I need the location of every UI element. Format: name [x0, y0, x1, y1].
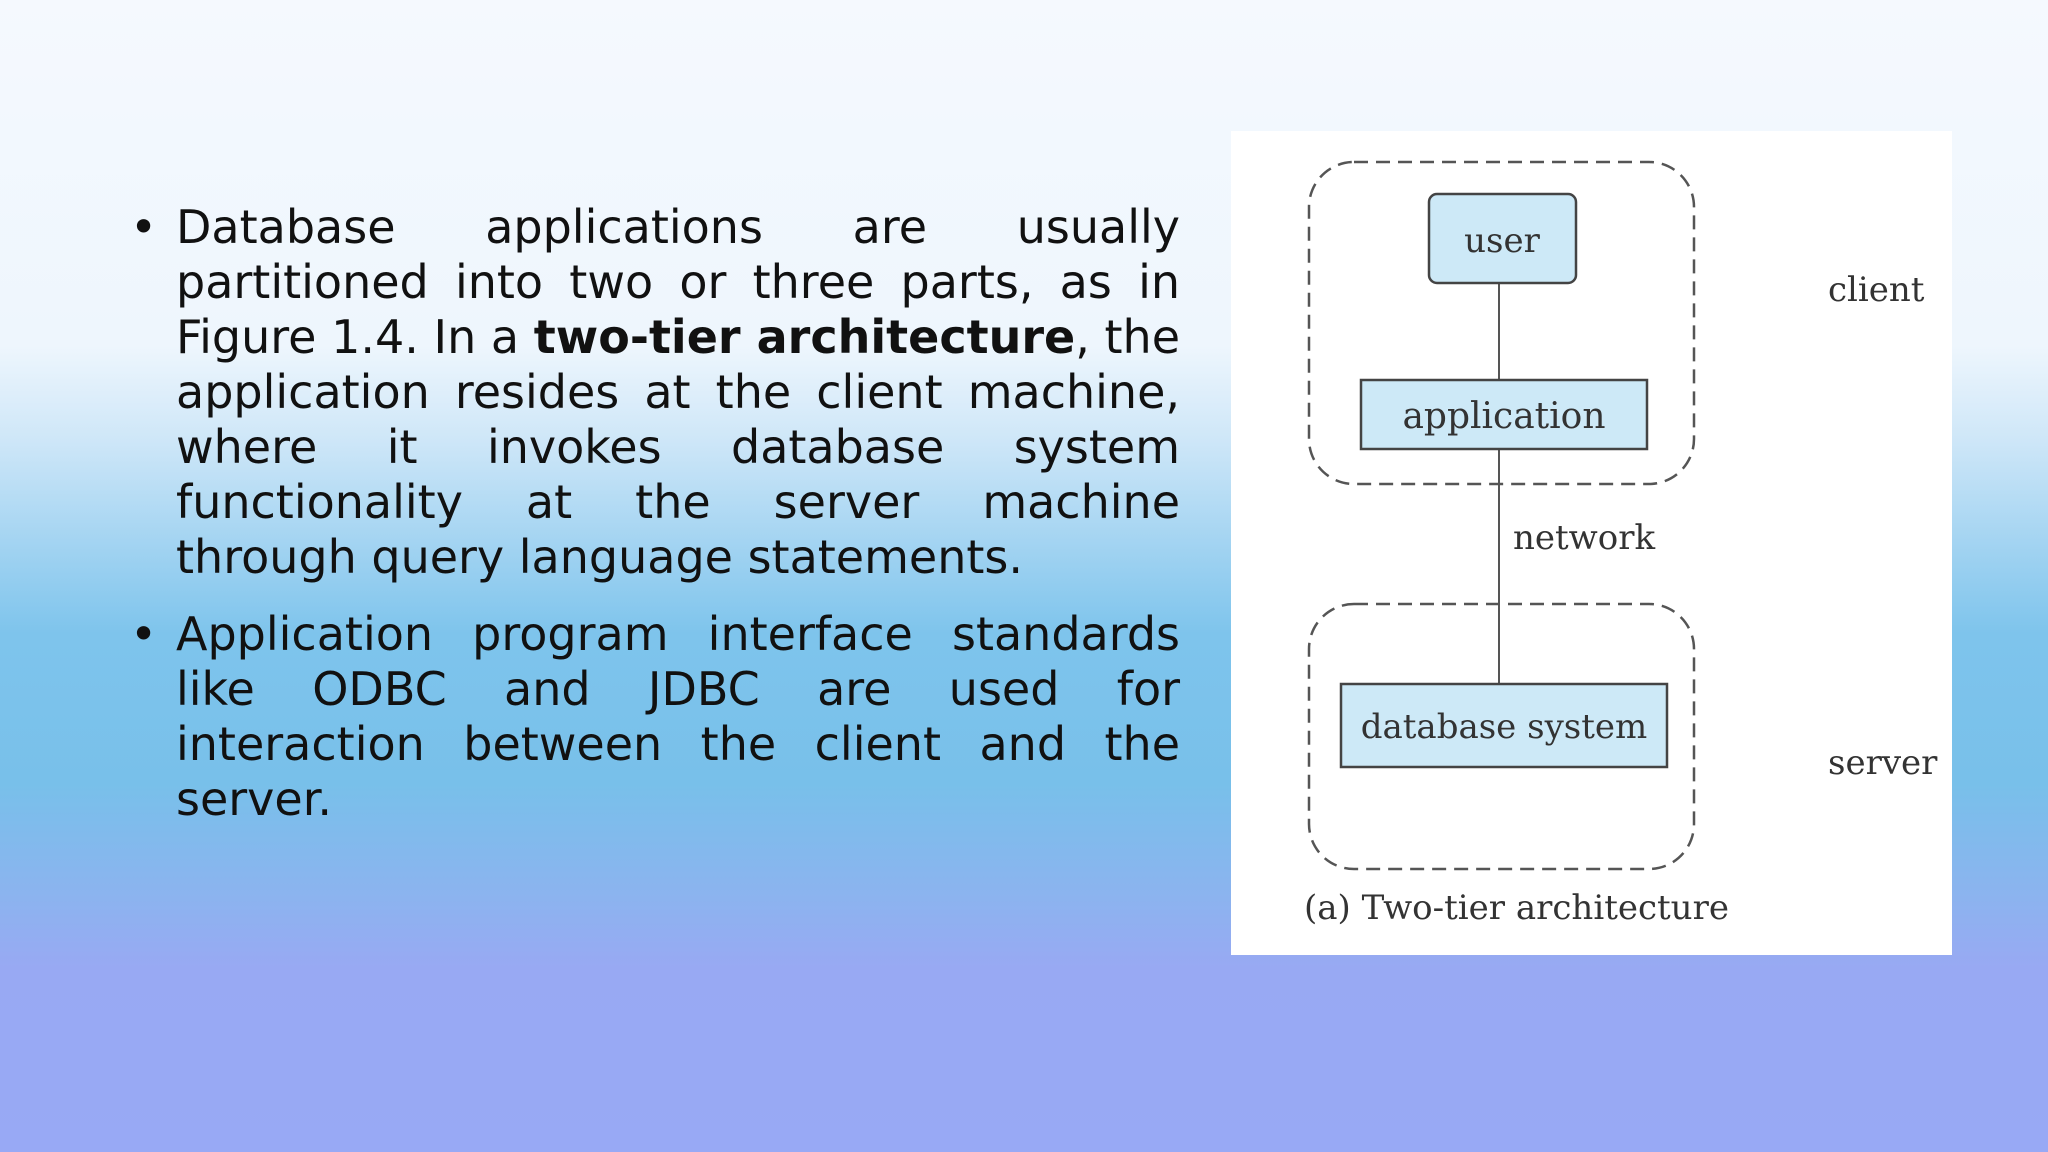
application-label: application	[1402, 396, 1605, 437]
bullet-item: • Application program interface standard…	[130, 607, 1180, 827]
database-system-box	[1339, 682, 1669, 769]
bullet-item: • Database applications are usually part…	[130, 200, 1180, 585]
bullet-bold-term: two-tier architecture	[533, 310, 1076, 364]
bullet-text-2: Application program interface standards …	[176, 607, 1180, 826]
figure-caption: (a) Two-tier architecture	[1304, 888, 1729, 928]
bullet-text-1a: Database applications are usually partit…	[176, 200, 1180, 364]
bullet-text-1b: , the application resides at the client …	[176, 310, 1181, 584]
database-system-label: database system	[1361, 707, 1648, 747]
server-region	[1307, 602, 1696, 871]
bullet-dot: •	[130, 200, 158, 254]
server-label: server	[1828, 743, 1938, 783]
client-region	[1307, 160, 1696, 486]
bullet-list: • Database applications are usually part…	[130, 200, 1180, 849]
two-tier-figure: user application network database system…	[1231, 131, 1952, 955]
user-label: user	[1464, 221, 1540, 261]
client-label: client	[1828, 270, 1925, 310]
user-box	[1427, 192, 1578, 285]
application-box	[1359, 378, 1649, 451]
bullet-dot: •	[130, 607, 158, 661]
two-tier-diagram: user application network database system…	[1304, 160, 1938, 928]
network-label: network	[1513, 518, 1656, 558]
